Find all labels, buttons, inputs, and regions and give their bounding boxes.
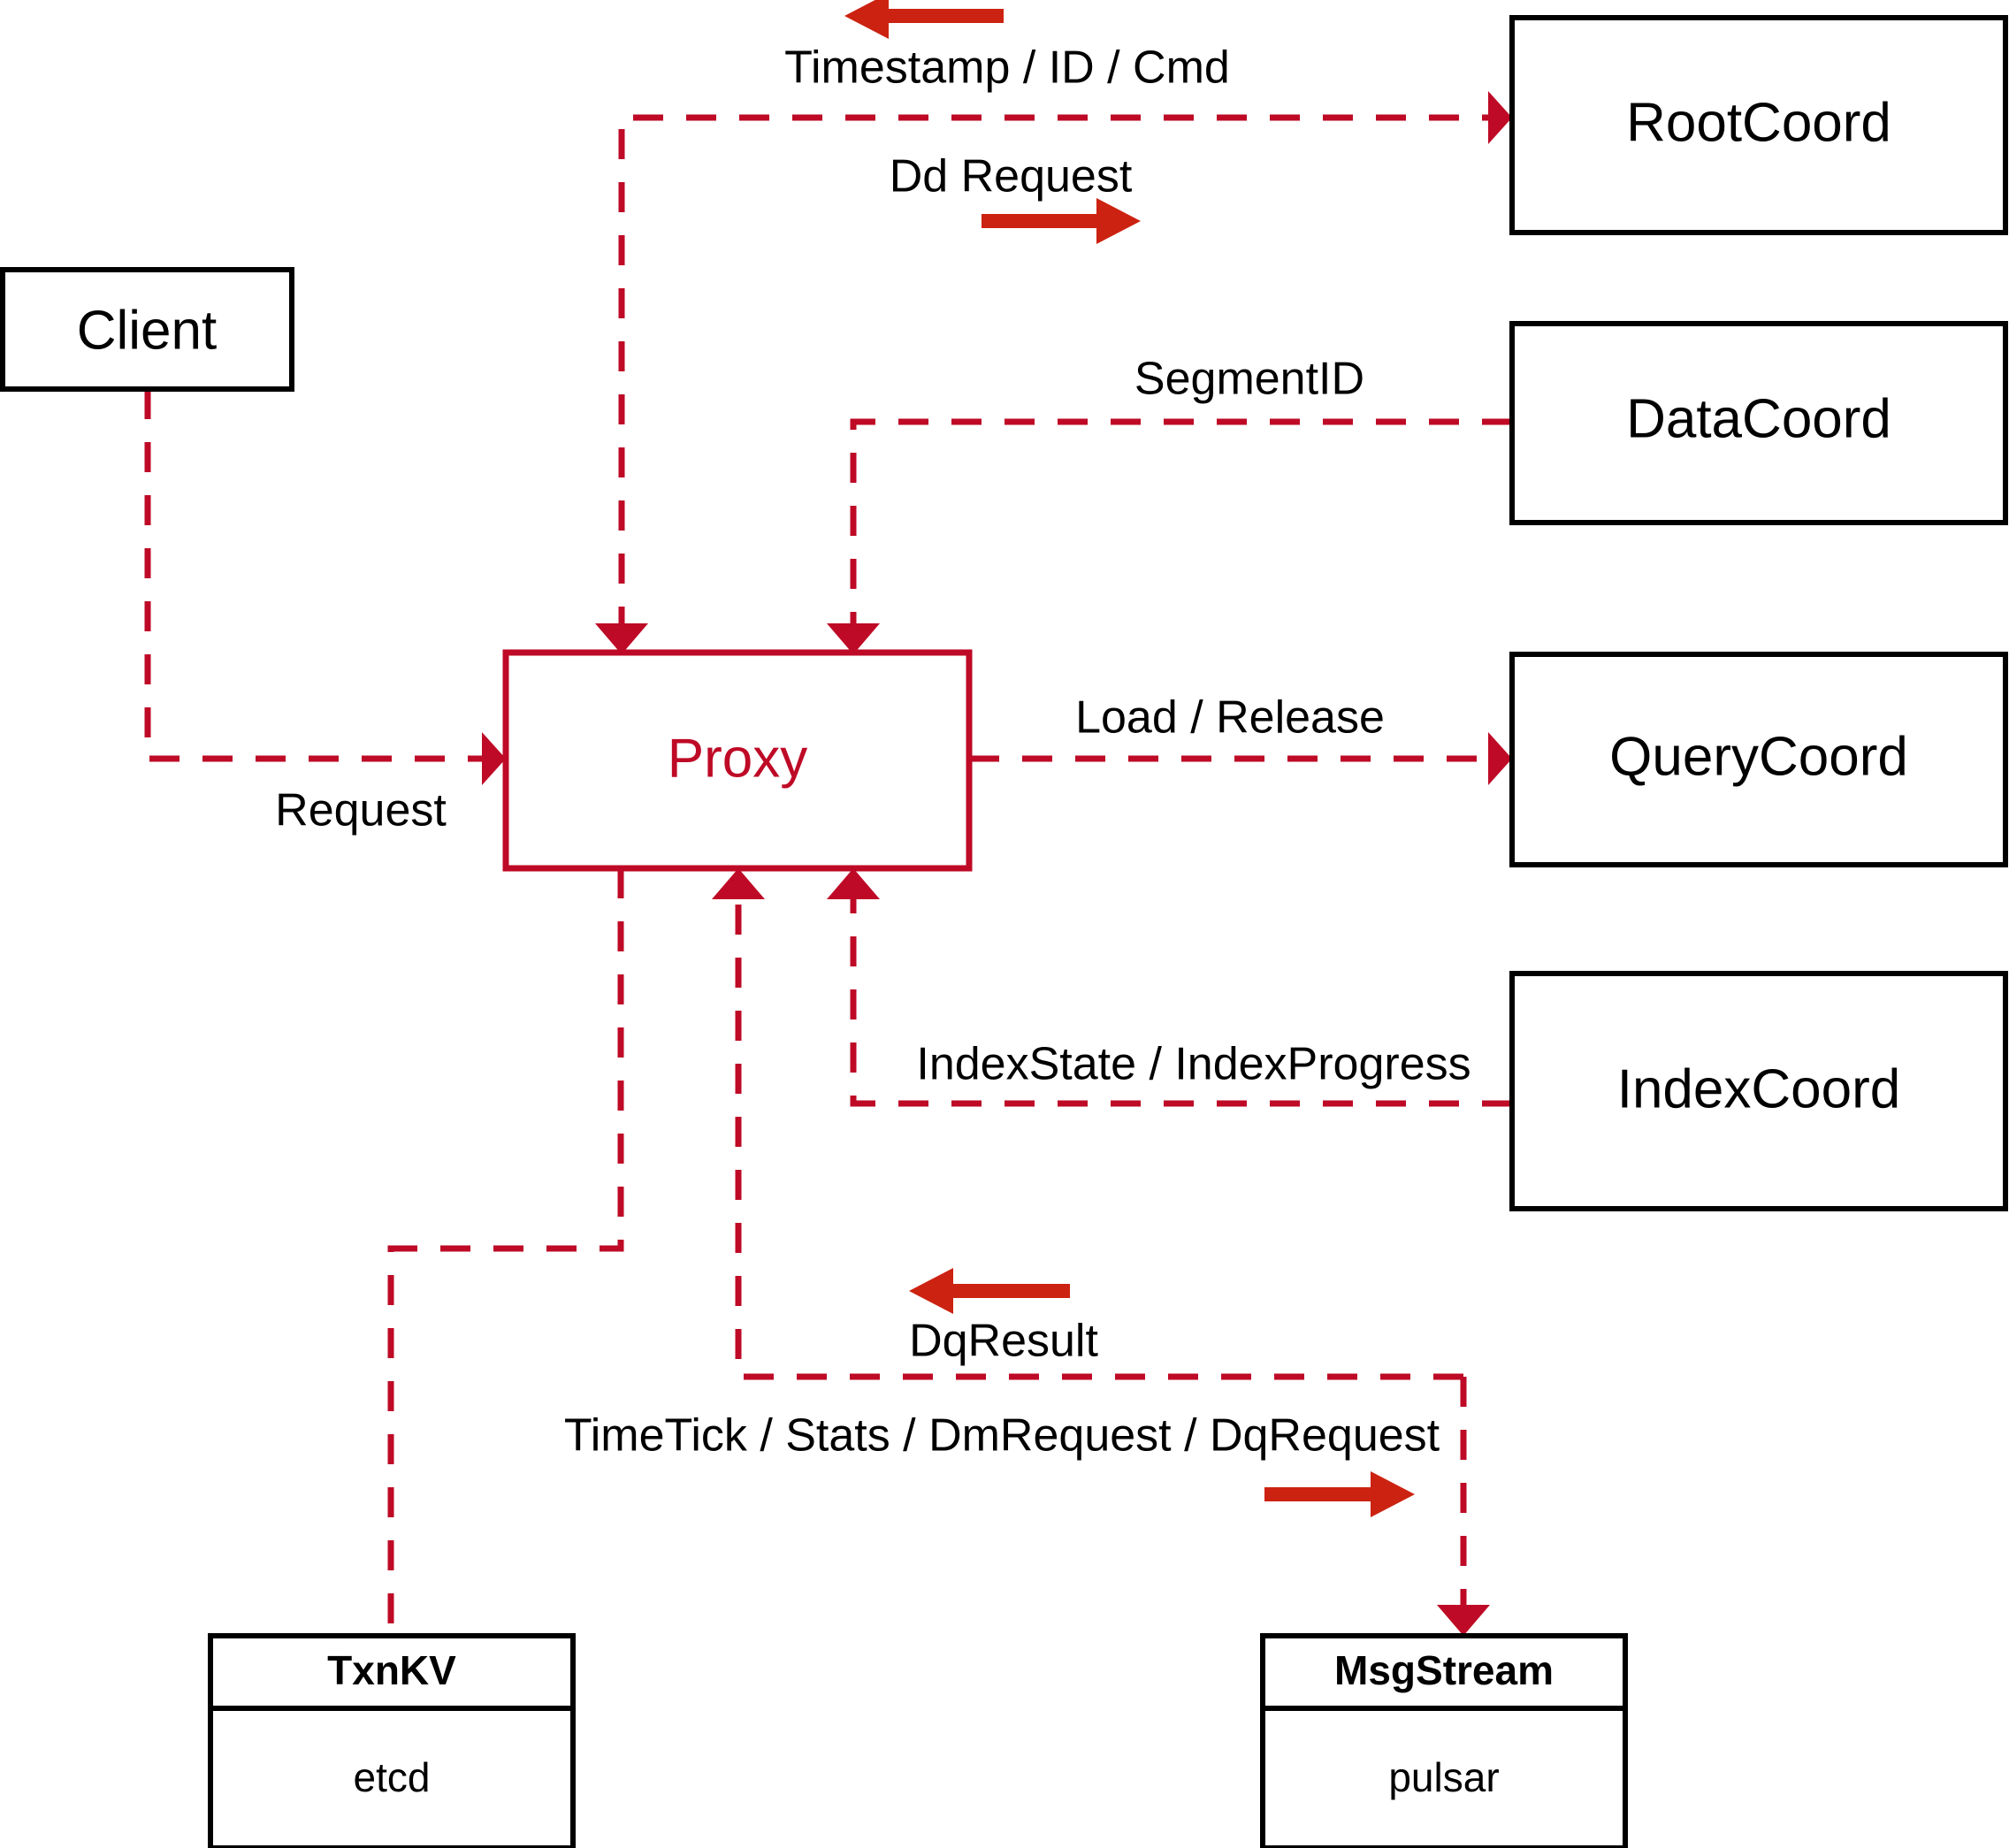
node-querycoord[interactable]: QueryCoord [1509, 652, 2008, 867]
edge-label-segmentid: SegmentID [1134, 354, 1364, 405]
node-proxy[interactable]: Proxy [502, 649, 973, 872]
edge-label-dqresult: DqResult [909, 1316, 1098, 1367]
rootcoord-label: RootCoord [1626, 92, 1891, 153]
txnkv-title: TxnKV [327, 1647, 456, 1693]
flow-segmentid [850, 418, 1512, 623]
rootcoord-box [1509, 15, 2008, 235]
flow-dqresult [735, 899, 1463, 1380]
msgstream-box [1260, 1633, 1628, 1848]
edge-label-indexstate: IndexState / IndexProgress [916, 1039, 1470, 1090]
node-client[interactable]: Client [0, 267, 294, 392]
edge-label-request: Request [275, 785, 447, 836]
direction-arrow-ddrequest [982, 198, 1141, 244]
edge-label-timetick: TimeTick / Stats / DmRequest / DqRequest [564, 1410, 1440, 1462]
msgstream-title: MsgStream [1334, 1647, 1554, 1693]
edge-label-ddrequest: Dd Request [890, 151, 1133, 202]
edge-label-timestamp: Timestamp / ID / Cmd [784, 42, 1230, 94]
flow-request [144, 389, 482, 762]
direction-arrow-dqresult [909, 1268, 1070, 1314]
node-datacoord[interactable]: DataCoord [1509, 321, 2008, 525]
msgstream-value: pulsar [1388, 1754, 1499, 1800]
edge-label-loadrelease: Load / Release [1075, 692, 1385, 744]
node-rootcoord[interactable]: RootCoord [1509, 15, 2008, 235]
proxy-box [502, 649, 973, 872]
txnkv-value: etcd [354, 1754, 431, 1800]
arrowhead-timestamp [595, 623, 648, 654]
node-txnkv[interactable]: TxnKV etcd [208, 1633, 576, 1848]
direction-arrow-timestamp [844, 0, 1004, 39]
arrowhead-request [482, 732, 506, 785]
indexcoord-box [1509, 971, 2008, 1211]
client-box [0, 267, 294, 392]
node-indexcoord[interactable]: IndexCoord [1509, 971, 2008, 1211]
proxy-label: Proxy [668, 728, 807, 789]
arrowhead-indexstate [827, 868, 880, 899]
node-msgstream[interactable]: MsgStream pulsar [1260, 1633, 1628, 1848]
arrowhead-dqresult [712, 868, 765, 899]
client-label: Client [77, 300, 218, 361]
arrowhead-segmentid [827, 623, 880, 654]
indexcoord-label: IndexCoord [1617, 1058, 1901, 1119]
direction-arrow-timetick [1264, 1471, 1415, 1517]
arrowhead-loadrelease [1488, 732, 1512, 785]
datacoord-box [1509, 321, 2008, 525]
flow-timestamp [618, 114, 1512, 623]
datacoord-label: DataCoord [1626, 388, 1891, 449]
arrowhead-ddrequest [1488, 91, 1512, 144]
flow-indexstate [850, 899, 1512, 1107]
querycoord-label: QueryCoord [1609, 726, 1908, 787]
arrowhead-timetick [1437, 1605, 1490, 1636]
txnkv-box [208, 1633, 576, 1848]
flow-txnkv [387, 868, 624, 1636]
querycoord-box [1509, 652, 2008, 867]
